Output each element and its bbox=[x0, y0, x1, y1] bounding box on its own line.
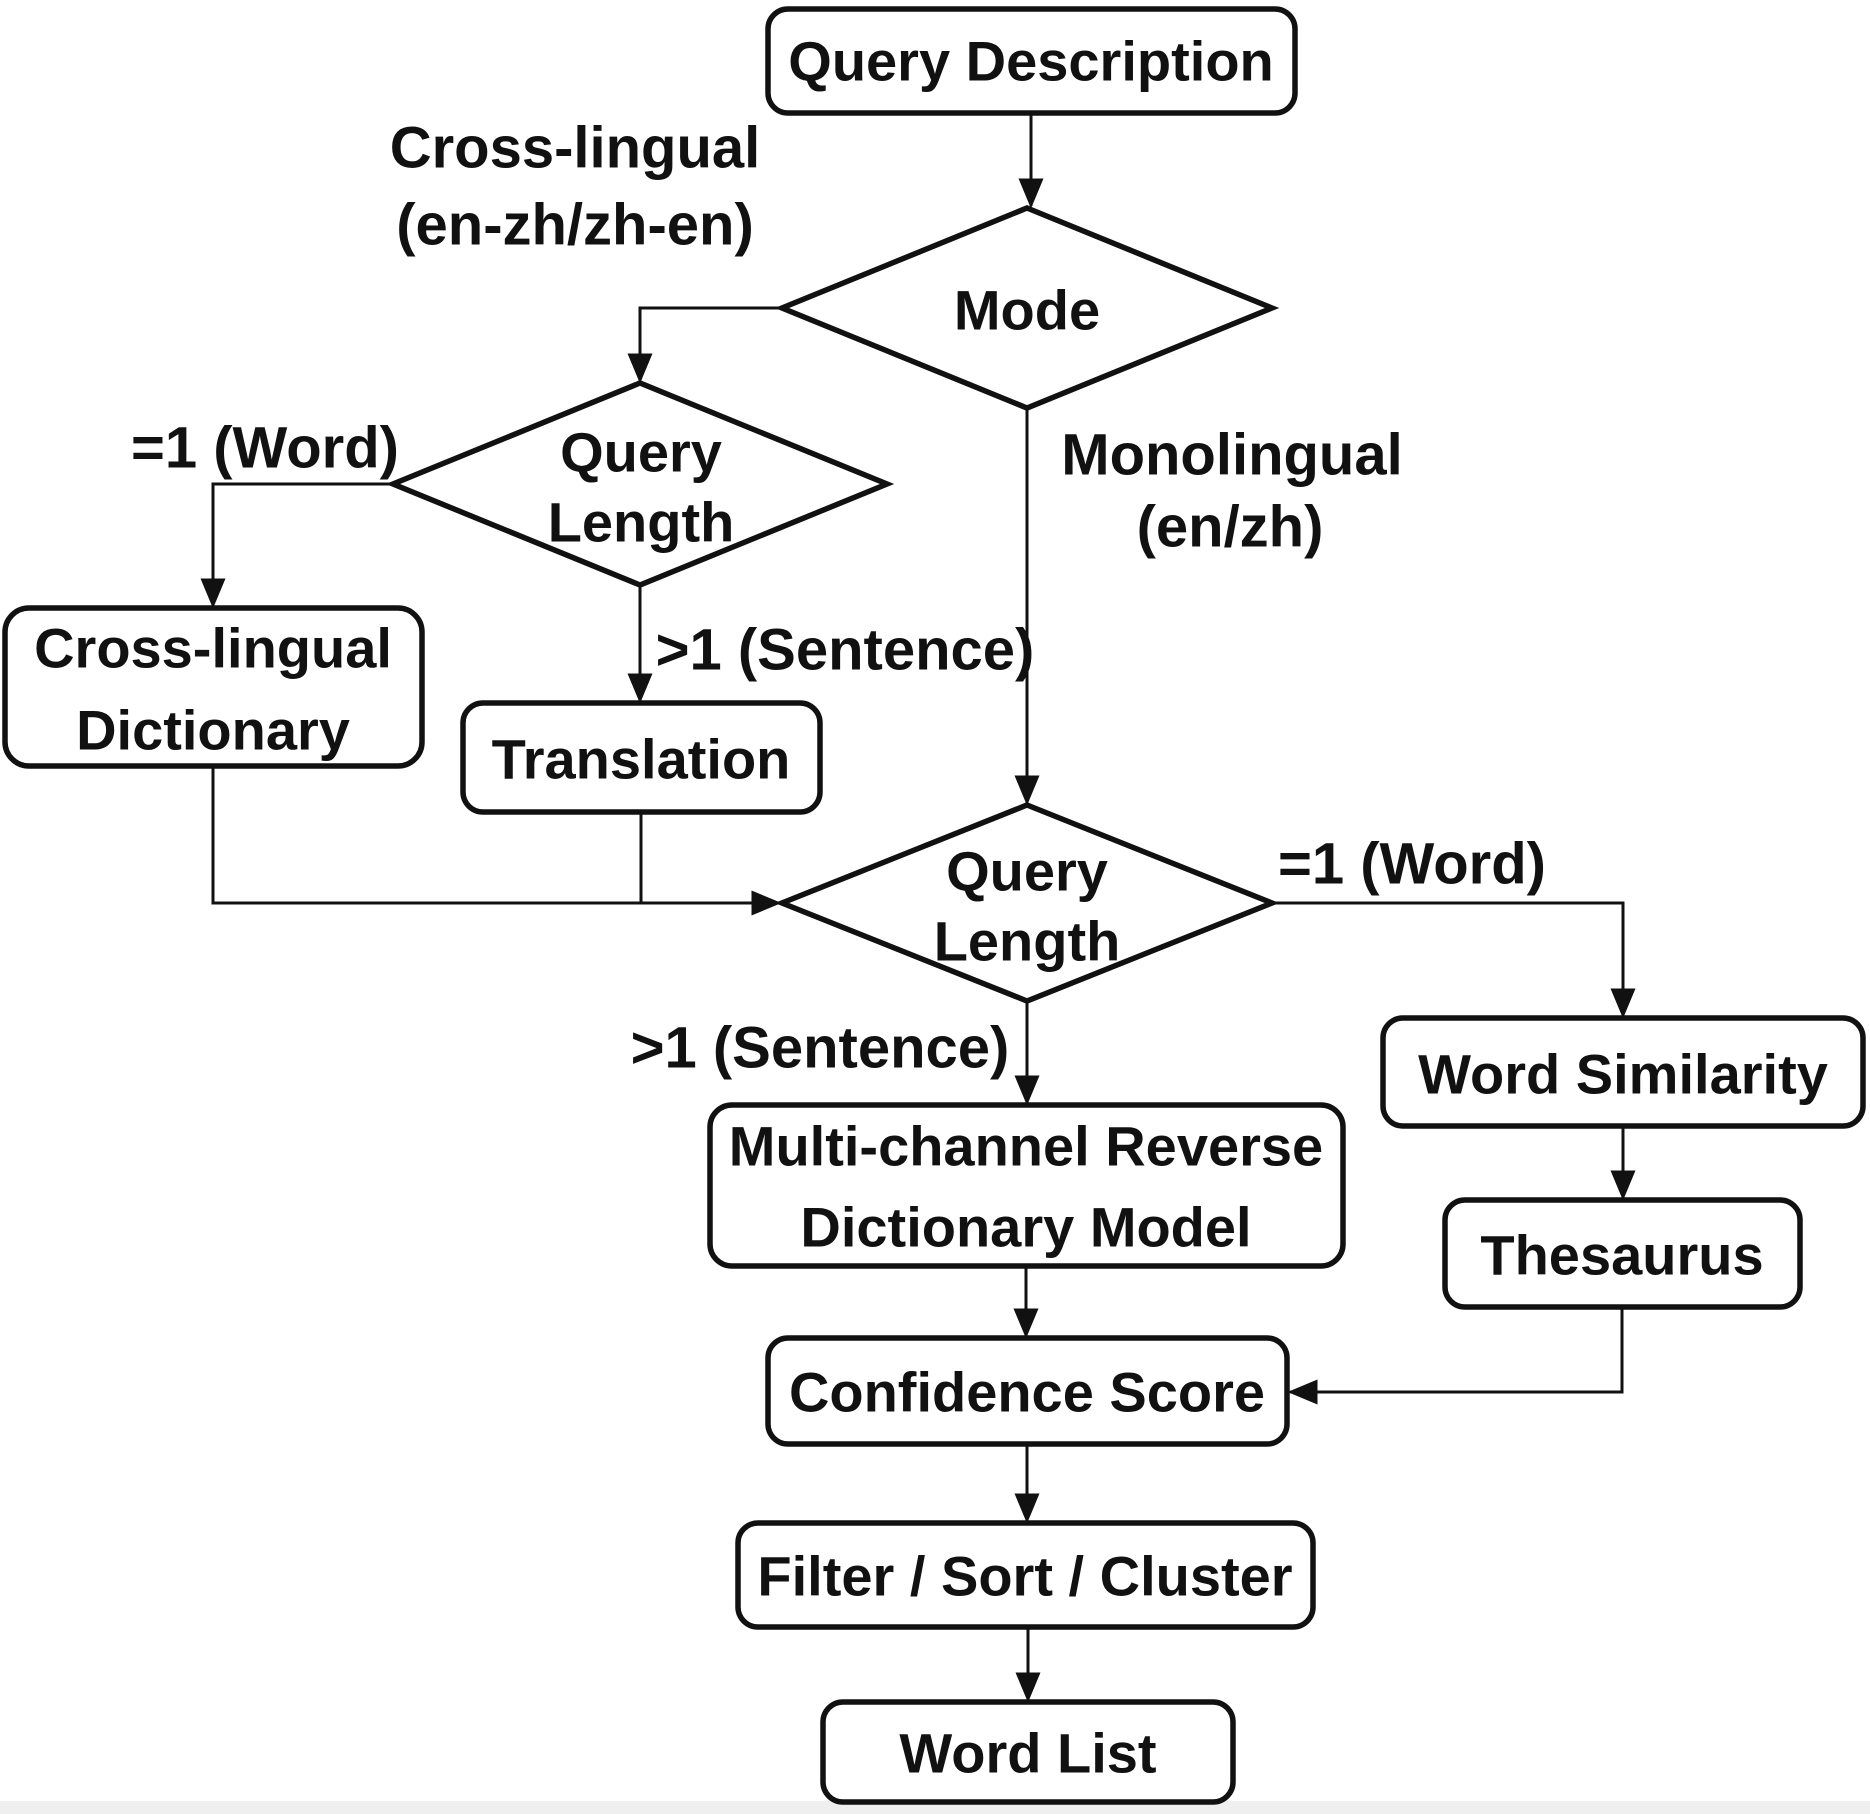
label-monolingual-branch-line2: (en/zh) bbox=[1137, 495, 1324, 560]
thesaurus-label: Thesaurus bbox=[1480, 1224, 1763, 1287]
edge-query-length-main-to-word-similarity bbox=[1272, 901, 1636, 1019]
label-monolingual-branch-line1: Monolingual bbox=[1061, 423, 1403, 488]
label-word-branch-cross: =1 (Word) bbox=[131, 416, 399, 481]
label-sentence-branch-main: >1 (Sentence) bbox=[631, 1016, 1010, 1081]
label-word-branch-main: =1 (Word) bbox=[1278, 832, 1546, 897]
node-multi-channel-model bbox=[707, 1102, 1346, 1269]
node-confidence-score bbox=[765, 1335, 1290, 1447]
query-length-main-line2: Length bbox=[934, 910, 1121, 973]
cross-lingual-dictionary-line2: Dictionary bbox=[76, 699, 350, 762]
query-length-cross-line2: Length bbox=[548, 491, 735, 554]
node-cross-lingual-dictionary bbox=[2, 605, 425, 769]
decision-query-length-main bbox=[774, 802, 1280, 1004]
word-list-label: Word List bbox=[899, 1722, 1156, 1785]
node-translation bbox=[460, 700, 823, 815]
query-length-main-line1: Query bbox=[946, 840, 1108, 903]
mode-label: Mode bbox=[954, 279, 1100, 342]
confidence-score-label: Confidence Score bbox=[789, 1361, 1265, 1424]
query-description-label: Query Description bbox=[788, 30, 1273, 93]
edge-thesaurus-to-confidence-score bbox=[1287, 1307, 1624, 1405]
label-cross-lingual-branch-line1: Cross-lingual bbox=[390, 116, 761, 181]
multi-channel-model-line1: Multi-channel Reverse bbox=[729, 1115, 1323, 1178]
edge-mode-to-query-length-cross bbox=[627, 306, 782, 384]
decision-mode bbox=[774, 205, 1280, 411]
cross-lingual-dictionary-line1: Cross-lingual bbox=[34, 617, 392, 680]
translation-label: Translation bbox=[492, 728, 791, 791]
label-cross-lingual-branch-line2: (en-zh/zh-en) bbox=[396, 193, 754, 258]
edge-query-length-cross-to-dictionary bbox=[200, 482, 393, 609]
multi-channel-model-line2: Dictionary Model bbox=[800, 1196, 1251, 1259]
query-length-cross-line1: Query bbox=[560, 421, 722, 484]
node-query-description bbox=[765, 6, 1298, 116]
label-sentence-branch-cross: >1 (Sentence) bbox=[656, 618, 1035, 683]
decision-query-length-cross bbox=[385, 380, 895, 588]
edge-dictionary-to-query-length-main bbox=[211, 766, 782, 916]
node-word-list bbox=[820, 1699, 1236, 1805]
node-thesaurus bbox=[1442, 1197, 1803, 1310]
node-filter-sort-cluster bbox=[735, 1520, 1316, 1630]
word-similarity-label: Word Similarity bbox=[1418, 1043, 1828, 1106]
footer-strip bbox=[0, 1801, 1870, 1814]
filter-sort-cluster-label: Filter / Sort / Cluster bbox=[757, 1545, 1292, 1608]
node-word-similarity bbox=[1380, 1015, 1866, 1129]
